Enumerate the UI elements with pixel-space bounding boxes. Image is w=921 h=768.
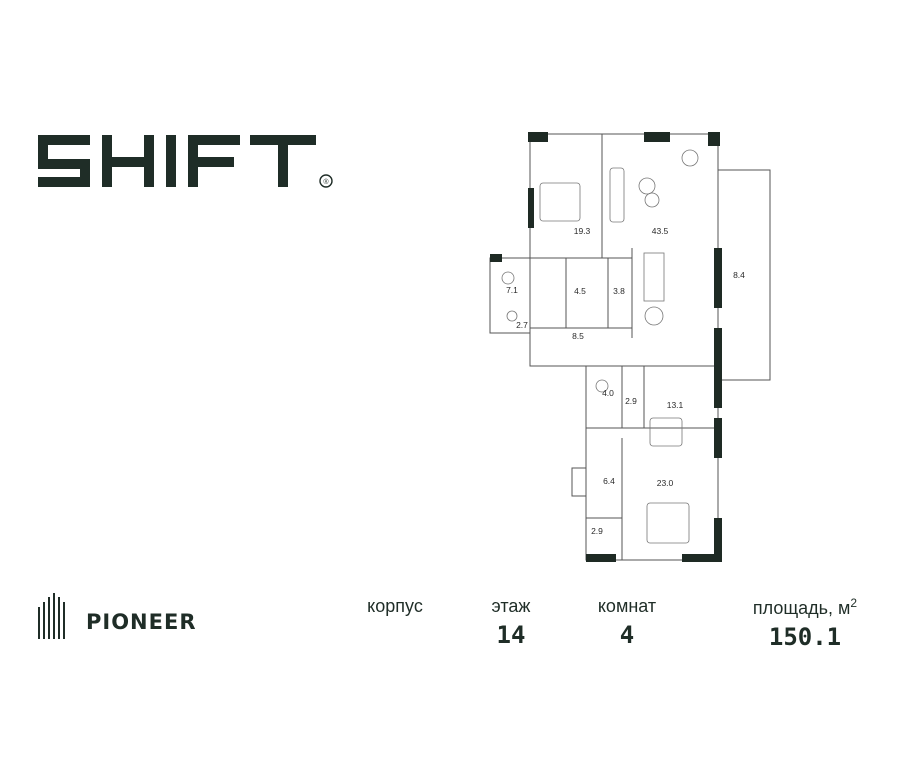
- room-area-bathroom-2: 4.0: [602, 388, 614, 398]
- korpus-label: корпус: [367, 596, 423, 616]
- room-area-hall: 8.5: [572, 331, 584, 341]
- room-area-storage-1: 3.8: [613, 286, 625, 296]
- floor-label: этаж: [491, 596, 531, 616]
- room-area-living-kitchen: 43.5: [652, 226, 669, 236]
- floor-plan: 19.3 43.5 8.4 7.1 4.5 3.8 2.7 8.5 4.0 2.…: [489, 132, 771, 562]
- room-area-wc-1: 2.7: [516, 320, 528, 330]
- shift-logo: ®: [38, 135, 333, 188]
- developer-logo: PIONEER: [38, 593, 248, 643]
- area-label: площадь, м2: [752, 596, 858, 618]
- room-area-wardrobe-2: 2.9: [591, 526, 603, 536]
- registered-mark: ®: [323, 178, 329, 186]
- area-unit-sup: 2: [850, 596, 858, 610]
- room-area-bedroom-1: 19.3: [574, 226, 591, 236]
- pioneer-bars-icon: PIONEER: [38, 593, 197, 639]
- info-floor: этаж 14: [478, 596, 544, 649]
- room-area-bathroom-1: 7.1: [506, 285, 518, 295]
- floor-value: 14: [496, 621, 526, 649]
- rooms-label: комнат: [597, 596, 657, 616]
- developer-name: PIONEER: [86, 610, 197, 634]
- room-area-bedroom-2: 13.1: [667, 400, 684, 410]
- room-area-bedroom-3: 23.0: [657, 478, 674, 488]
- rooms-value: 4: [619, 621, 635, 649]
- info-area: площадь, м2 150.1: [730, 596, 880, 651]
- info-korpus: корпус: [352, 596, 438, 621]
- room-area-loggia: 8.4: [733, 270, 745, 280]
- info-rooms: комнат 4: [582, 596, 672, 649]
- room-area-wardrobe-1: 4.5: [574, 286, 586, 296]
- area-value: 150.1: [768, 623, 842, 651]
- room-area-corridor: 2.9: [625, 396, 637, 406]
- room-area-bathroom-3: 6.4: [603, 476, 615, 486]
